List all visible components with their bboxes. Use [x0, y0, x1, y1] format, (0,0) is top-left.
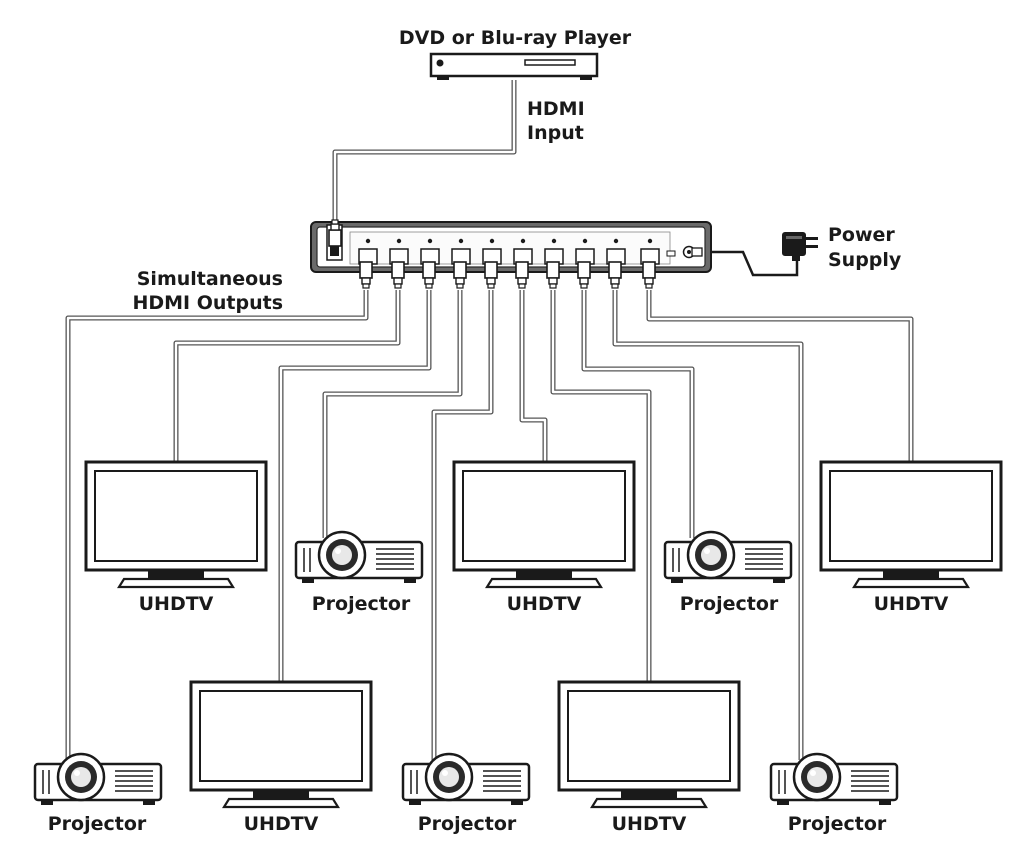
uhdtv-2 [452, 460, 636, 589]
hdmi-input-label-2: Input [527, 122, 584, 144]
uhdtv-3-label: UHDTV [874, 593, 949, 615]
projector-4-label: Projector [418, 813, 517, 835]
source-label: DVD or Blu-ray Player [399, 27, 632, 49]
projector-4 [401, 752, 531, 807]
uhdtv-3 [819, 460, 1003, 589]
outputs-label-2: HDMI Outputs [132, 292, 283, 314]
uhdtv-2-label: UHDTV [507, 593, 582, 615]
uhdtv-1-label: UHDTV [139, 593, 214, 615]
output-cables [65, 290, 914, 760]
projector-2-label: Projector [680, 593, 779, 615]
uhdtv-5 [557, 680, 741, 809]
uhdtv-4 [189, 680, 373, 809]
projector-1 [294, 530, 424, 585]
projector-2 [663, 530, 793, 585]
dvd-bluray-player [429, 52, 599, 80]
power-cable [698, 250, 799, 277]
power-supply-label-2: Supply [828, 249, 902, 271]
power-adapter-icon [782, 232, 818, 261]
uhdtv-4-label: UHDTV [244, 813, 319, 835]
hdmi-splitter [310, 219, 712, 289]
projector-1-label: Projector [312, 593, 411, 615]
outputs-label-1: Simultaneous [137, 268, 283, 290]
uhdtv-1 [84, 460, 268, 589]
hdmi-input-label-1: HDMI [527, 98, 585, 120]
projector-3 [33, 752, 163, 807]
uhdtv-5-label: UHDTV [612, 813, 687, 835]
cables [65, 80, 914, 760]
projector-5-label: Projector [788, 813, 887, 835]
power-supply-label-1: Power [828, 224, 895, 246]
projector-3-label: Projector [48, 813, 147, 835]
projector-5 [769, 752, 899, 807]
